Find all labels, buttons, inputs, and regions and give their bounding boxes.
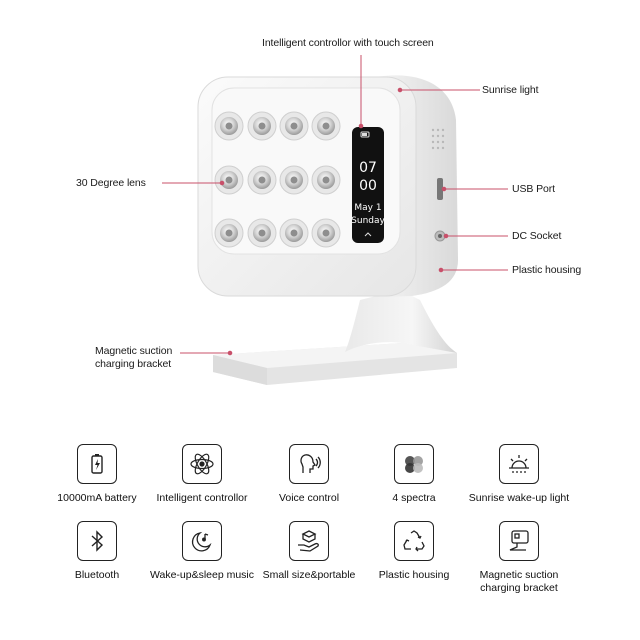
lens (214, 111, 244, 141)
feature-bracket: Magnetic suction charging bracket (459, 521, 579, 595)
lens (247, 165, 277, 195)
callout-pointers (162, 55, 508, 356)
feature-battery: 10000mA battery (37, 444, 157, 505)
callout-plastic-housing: Plastic housing (512, 264, 582, 276)
lens (279, 111, 309, 141)
lens (247, 218, 277, 248)
feature-label: 10000mA battery (57, 492, 137, 504)
feature-spectra: 4 spectra (354, 444, 474, 505)
feature-plastic: Plastic housing (354, 521, 474, 582)
screen-hour: 07 (359, 160, 377, 176)
callout-bracket: Magnetic suction charging bracket (95, 345, 172, 371)
feature-label: Voice control (278, 492, 340, 504)
feature-music: Wake-up&sleep music (142, 521, 262, 582)
lens (247, 111, 277, 141)
feature-sunrise: Sunrise wake-up light (459, 444, 579, 505)
callout-dc-socket: DC Socket (512, 230, 562, 242)
callout-usb-port: USB Port (512, 183, 555, 195)
feature-label: Bluetooth (74, 569, 120, 581)
spectra-icon (394, 444, 434, 484)
lens (311, 218, 341, 248)
hand-box-icon (289, 521, 329, 561)
lens-array (214, 111, 341, 248)
feature-label: Small size&portable (262, 569, 356, 581)
charging-bracket (213, 290, 457, 385)
screen-weekday: Sunday (351, 216, 385, 226)
lens (214, 165, 244, 195)
voice-icon (289, 444, 329, 484)
atom-icon (182, 444, 222, 484)
moon-music-icon (182, 521, 222, 561)
lens (311, 111, 341, 141)
battery-icon (77, 444, 117, 484)
feature-voice: Voice control (249, 444, 369, 505)
callout-bracket-line2: charging bracket (95, 358, 172, 370)
callout-bracket-line1: Magnetic suction (95, 345, 173, 357)
feature-label: Wake-up&sleep music (149, 569, 255, 581)
lens (214, 218, 244, 248)
lens (311, 165, 341, 195)
lens (279, 165, 309, 195)
feature-portable: Small size&portable (249, 521, 369, 582)
lens (279, 218, 309, 248)
callout-controller: Intelligent controllor with touch screen (262, 37, 434, 49)
bluetooth-icon (77, 521, 117, 561)
feature-label: Plastic housing (378, 569, 450, 581)
feature-label: Sunrise wake-up light (468, 492, 570, 504)
feature-bluetooth: Bluetooth (37, 521, 157, 582)
feature-label: Intelligent controllor (156, 492, 248, 504)
bracket-icon (499, 521, 539, 561)
feature-label: 4 spectra (392, 492, 436, 504)
callout-lens: 30 Degree lens (76, 177, 146, 189)
feature-label: Magnetic suction charging bracket (479, 569, 559, 594)
screen-date: May 1 (354, 203, 381, 213)
usb-port (437, 178, 443, 200)
recycle-icon (394, 521, 434, 561)
feature-controller: Intelligent controllor (142, 444, 262, 505)
sunrise-icon (499, 444, 539, 484)
callout-sunrise-light: Sunrise light (482, 84, 539, 96)
product-illustration: 07 00 May 1 Sunday (162, 55, 508, 385)
screen-minute: 00 (359, 178, 377, 194)
touch-screen[interactable]: 07 00 May 1 Sunday (351, 127, 386, 243)
